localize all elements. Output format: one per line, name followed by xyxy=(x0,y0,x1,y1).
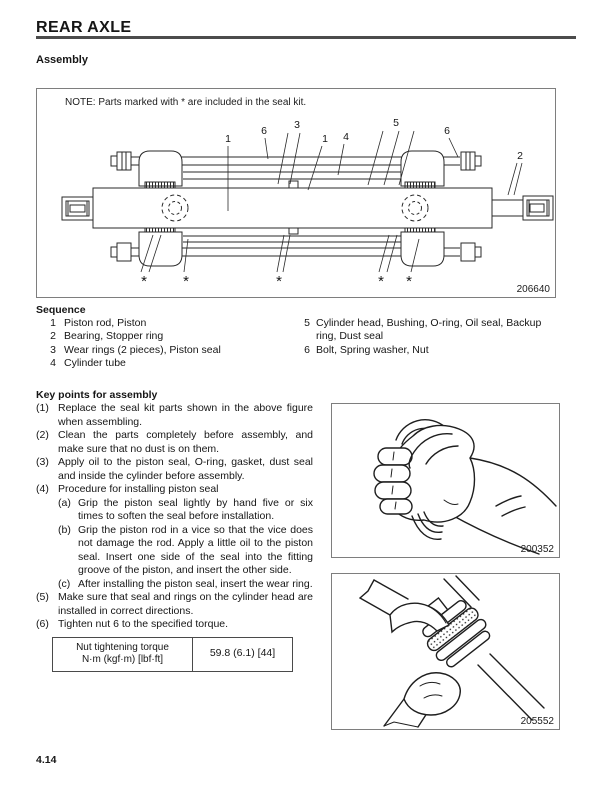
item-number: (2) xyxy=(36,429,49,441)
sub-item: (a) Grip the piston seal lightly by hand… xyxy=(58,497,313,524)
title-rule xyxy=(36,36,576,39)
item-text: Tighten nut 6 to the specified torque. xyxy=(58,618,229,630)
seal-kit-asterisk: * xyxy=(276,273,282,290)
item-number: 5 xyxy=(304,317,310,329)
sequence-item: 2 Bearing, Stopper ring xyxy=(44,330,284,343)
sub-item: (b) Grip the piston rod in a vice so tha… xyxy=(58,524,313,578)
item-text: Clean the parts completely before assemb… xyxy=(58,429,313,455)
sequence-list-left: 1 Piston rod, Piston 2 Bearing, Stopper … xyxy=(44,317,284,371)
item-number: (b) xyxy=(58,523,71,536)
key-point-item: (5) Make sure that seal and rings on the… xyxy=(36,591,313,618)
item-number: 6 xyxy=(304,343,310,356)
axle-diagram-box: NOTE: Parts marked with * are included i… xyxy=(36,88,556,298)
page-title: REAR AXLE xyxy=(36,19,132,36)
item-number: 1 xyxy=(50,317,56,329)
sub-item-list: (a) Grip the piston seal lightly by hand… xyxy=(58,497,313,592)
seal-kit-asterisk: * xyxy=(378,273,384,290)
key-point-item: (6) Tighten nut 6 to the specified torqu… xyxy=(36,618,313,632)
install-seal-illustration xyxy=(332,574,559,729)
callout-5: 5 xyxy=(393,117,399,129)
grip-seal-illustration xyxy=(332,404,559,557)
page-number: 4.14 xyxy=(36,754,57,766)
key-points-list: (1) Replace the seal kit parts shown in … xyxy=(36,402,313,672)
seal-kit-asterisk: * xyxy=(183,273,189,290)
item-text: Wear rings (2 pieces), Piston seal xyxy=(64,343,221,356)
item-text: Replace the seal kit parts shown in the … xyxy=(58,402,313,428)
figure-number: 200352 xyxy=(520,544,554,555)
item-number: (c) xyxy=(58,577,71,590)
key-point-item: (2) Clean the parts completely before as… xyxy=(36,429,313,456)
item-text: Grip the piston seal lightly by hand fiv… xyxy=(78,496,313,523)
sequence-list-right: 5 Cylinder head, Bushing, O-ring, Oil se… xyxy=(296,317,558,357)
item-number: (a) xyxy=(58,496,71,509)
torque-table: Nut tightening torque N·m (kgf·m) [lbf·f… xyxy=(52,636,293,672)
key-point-item: (1) Replace the seal kit parts shown in … xyxy=(36,402,313,429)
sequence-item: 4 Cylinder tube xyxy=(44,357,284,370)
torque-table-label: Nut tightening torque N·m (kgf·m) [lbf·f… xyxy=(53,637,193,671)
item-number: (1) xyxy=(36,402,49,414)
sequence-item: 1 Piston rod, Piston xyxy=(44,317,284,330)
item-text: Apply oil to the piston seal, O-ring, ga… xyxy=(58,456,313,482)
seal-kit-note: NOTE: Parts marked with * are included i… xyxy=(65,97,307,108)
figure-box-install-seal: 205552 xyxy=(331,573,560,730)
rear-axle-assembly-drawing: 1 6 3 1 4 5 6 2 * * * * * xyxy=(37,117,555,290)
sequence-heading: Sequence xyxy=(36,304,86,316)
item-number: (4) xyxy=(36,483,49,495)
torque-label-line2: N·m (kgf·m) [lbf·ft] xyxy=(81,654,164,665)
seal-kit-asterisk: * xyxy=(406,273,412,290)
seal-kit-asterisk: * xyxy=(141,273,147,290)
callout-1b: 1 xyxy=(322,133,328,145)
item-text: After installing the piston seal, insert… xyxy=(78,577,313,590)
key-points-heading: Key points for assembly xyxy=(36,389,158,401)
sequence-item: 5 Cylinder head, Bushing, O-ring, Oil se… xyxy=(296,317,558,344)
item-text: Bearing, Stopper ring xyxy=(64,330,164,343)
item-text: Cylinder tube xyxy=(64,357,126,370)
callout-4: 4 xyxy=(343,131,349,143)
assembly-heading: Assembly xyxy=(36,54,88,66)
sub-item: (c) After installing the piston seal, in… xyxy=(58,578,313,592)
item-number: (6) xyxy=(36,618,49,630)
item-text: Cylinder head, Bushing, O-ring, Oil seal… xyxy=(316,317,542,343)
item-text: Piston rod, Piston xyxy=(64,317,147,329)
callout-6: 6 xyxy=(261,125,267,137)
item-text: Bolt, Spring washer, Nut xyxy=(316,343,429,356)
sequence-item: 6 Bolt, Spring washer, Nut xyxy=(296,344,558,357)
callout-6b: 6 xyxy=(444,125,450,137)
sequence-item: 3 Wear rings (2 pieces), Piston seal xyxy=(44,344,284,357)
item-number: 4 xyxy=(50,357,56,370)
figure-number: 206640 xyxy=(516,284,550,295)
item-number: 3 xyxy=(50,343,56,356)
torque-label-line1: Nut tightening torque xyxy=(76,641,169,653)
callout-1: 1 xyxy=(225,133,231,145)
item-number: (3) xyxy=(36,456,49,468)
callout-3: 3 xyxy=(294,119,300,131)
item-number: 2 xyxy=(50,330,56,343)
item-text: Make sure that seal and rings on the cyl… xyxy=(58,591,313,617)
key-point-item: (3) Apply oil to the piston seal, O-ring… xyxy=(36,456,313,483)
figure-box-grip-seal: 200352 xyxy=(331,403,560,558)
key-point-item: (4) Procedure for installing piston seal xyxy=(36,483,313,497)
figure-number: 205552 xyxy=(520,716,554,727)
item-text: Procedure for installing piston seal xyxy=(58,483,219,495)
callout-2: 2 xyxy=(517,150,523,162)
item-text: Grip the piston rod in a vice so that th… xyxy=(78,523,313,577)
item-number: (5) xyxy=(36,591,49,603)
torque-table-value: 59.8 (6.1) [44] xyxy=(209,647,276,660)
